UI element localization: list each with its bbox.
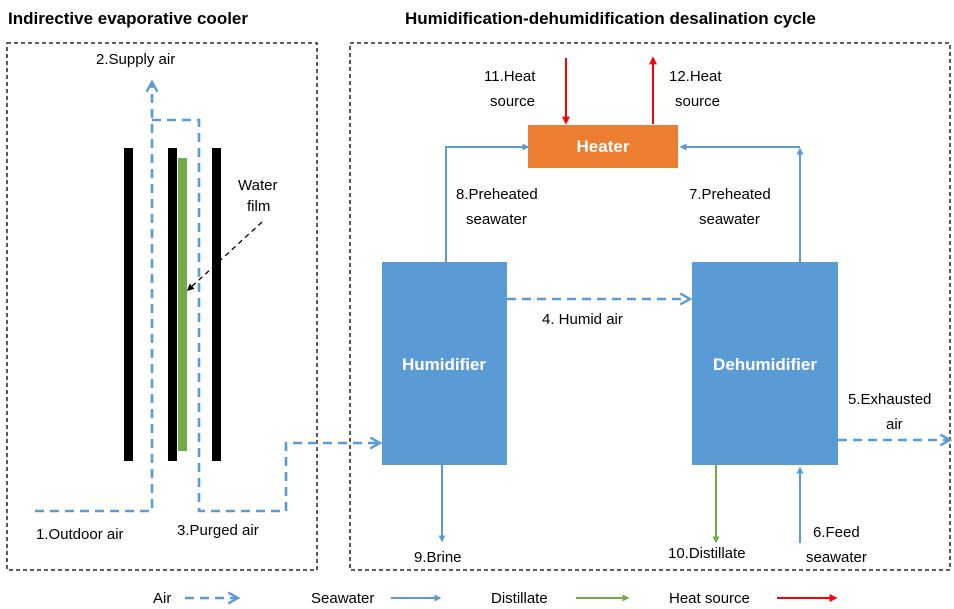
plate-middle (168, 148, 177, 461)
humidifier-label: Humidifier (402, 355, 486, 374)
brine-label: 9.Brine (414, 549, 462, 566)
heat-source-in-label-2: source (490, 93, 535, 110)
outdoor-to-supply-air-flow (35, 82, 152, 513)
legend-heat-source-label: Heat source (669, 590, 750, 607)
title-cooler: Indirective evaporative cooler (8, 9, 248, 28)
water-film-label-2: film (247, 198, 270, 215)
preheated-8-label-2: seawater (466, 211, 527, 228)
legend-air-label: Air (153, 590, 171, 607)
legend: Air Seawater Distillate Heat source (153, 590, 838, 607)
plate-left (124, 148, 133, 461)
water-film (178, 158, 187, 451)
preheated-8-label-1: 8.Preheated (456, 186, 538, 203)
exhausted-air-label-1: 5.Exhausted (848, 391, 931, 408)
heat-source-out-label-2: source (675, 93, 720, 110)
outdoor-air-label: 1.Outdoor air (36, 526, 124, 543)
exhausted-air-label-2: air (886, 416, 903, 433)
hdh-frame (349, 42, 951, 571)
cooler-frame (6, 42, 318, 571)
preheated-7-label-2: seawater (699, 211, 760, 228)
feed-seawater-label-1: 6.Feed (813, 524, 860, 541)
feed-seawater-label-2: seawater (806, 549, 867, 566)
title-hdh-cycle: Humidification-dehumidification desalina… (405, 9, 816, 28)
dehumidifier-box (692, 262, 838, 465)
purged-air-label: 3.Purged air (177, 522, 259, 539)
humidifier-box (382, 262, 507, 465)
plate-right (212, 148, 221, 461)
heat-source-in-label-1: 11.Heat (484, 68, 536, 85)
heat-source-out-label-1: 12.Heat (669, 68, 722, 85)
legend-distillate-label: Distillate (491, 590, 548, 607)
water-film-label-1: Water (238, 177, 277, 194)
water-film-pointer (186, 221, 263, 291)
legend-seawater-label: Seawater (311, 590, 374, 607)
heater-box (528, 125, 678, 168)
purged-air-flow (152, 118, 380, 513)
dehumidifier-label: Dehumidifier (713, 355, 817, 374)
humid-air-label: 4. Humid air (542, 311, 623, 328)
supply-air-label: 2.Supply air (96, 51, 175, 68)
preheated-seawater-8-to-humidifier (445, 143, 530, 262)
distillate-label: 10.Distillate (668, 545, 746, 562)
heater-label: Heater (577, 137, 630, 156)
preheated-7-label-1: 7.Preheated (689, 186, 771, 203)
